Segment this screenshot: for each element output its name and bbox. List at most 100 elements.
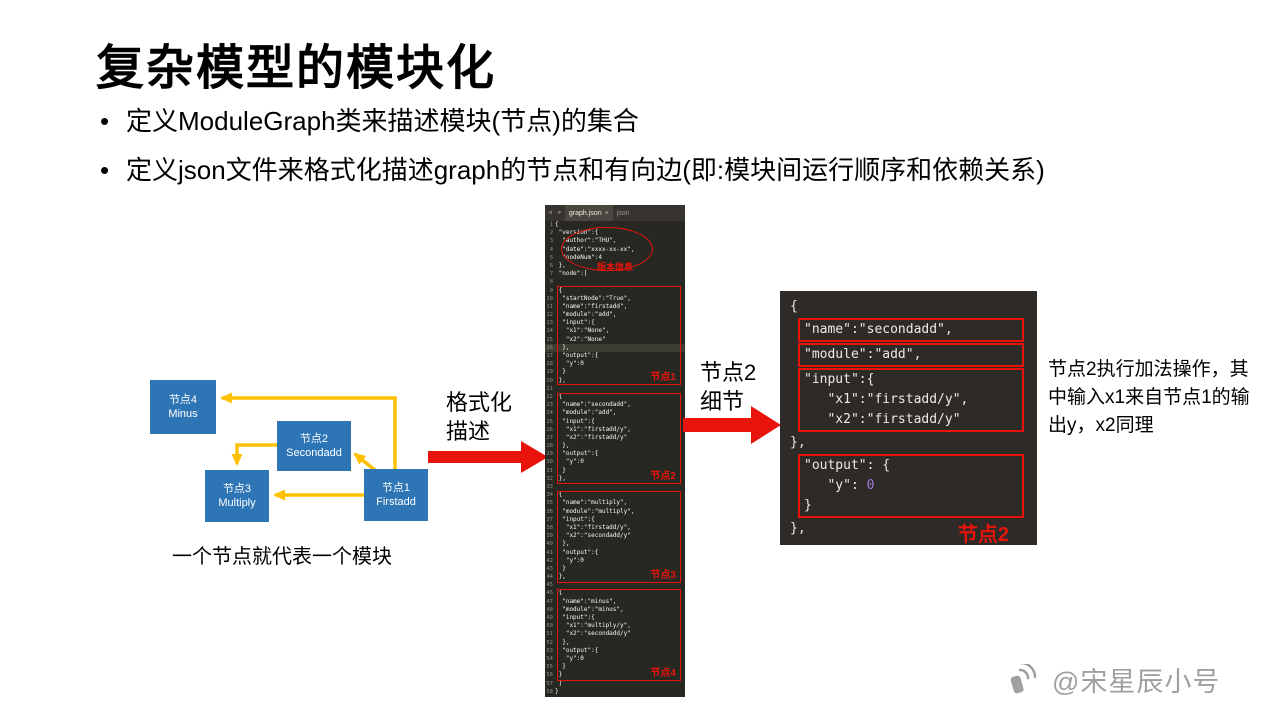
editor-code-line: 9 { <box>549 286 563 294</box>
editor-code-line: 53 "output":{ <box>546 646 599 654</box>
editor-code-line: 39 "x2":"secondadd/y" <box>546 532 631 540</box>
close-icon: × <box>604 209 609 217</box>
editor-code-line: 12 "module":"add", <box>546 311 617 319</box>
editor-code-line: 21 <box>546 385 553 392</box>
editor-code-line: 13 "input":{ <box>546 319 595 327</box>
bullet-item: • 定义json文件来格式化描述graph的节点和有向边(即:模块间运行顺序和依… <box>100 153 1195 188</box>
editor-code-line: 11 "name":"firstadd", <box>546 302 628 310</box>
node-title: 节点1 <box>381 482 411 494</box>
editor-code-line: 7 "node":[ <box>549 270 588 278</box>
watermark-text: @宋星辰小号 <box>1052 667 1221 697</box>
editor-code-line: 36 "module":"multiply", <box>546 507 635 515</box>
node4-annotation-box: 节点4 <box>557 589 681 681</box>
editor-code-line: 42 "y":0 <box>546 556 584 564</box>
detail-arrow-label: 节点2 细节 <box>700 358 756 416</box>
node3-annotation-box: 节点3 <box>557 491 681 583</box>
editor-code-line: 14 "x1":"None", <box>546 327 610 335</box>
node2-annotation-label: 节点2 <box>650 471 676 482</box>
editor-code-line: 15 "x2":"None" <box>546 335 606 343</box>
editor-code-line: 44 }, <box>546 573 566 581</box>
version-annotation-ellipse <box>561 227 653 271</box>
editor-code-line: 10 "startNode":"True", <box>546 294 631 302</box>
nav-back-icon: ◄ <box>547 210 553 216</box>
editor-code-line: 34 { <box>546 491 563 499</box>
editor-code-line: 1{ <box>549 221 559 228</box>
bullet-marker: • <box>100 106 110 136</box>
editor-code-line: 28 }, <box>546 442 570 450</box>
node-title: 节点2 <box>299 433 329 445</box>
node1-annotation-box: 节点1 <box>557 286 681 385</box>
editor-code-line: 49 "input":{ <box>546 614 595 621</box>
diagram-node-firstadd: 节点1 Firstadd <box>364 469 428 521</box>
editor-code-line: 40 }, <box>546 540 570 548</box>
node-title: 节点4 <box>168 394 198 406</box>
editor-code-line: 55 } <box>546 663 566 671</box>
editor-code-line: 18 "y":0 <box>546 360 584 368</box>
weibo-hand-icon <box>1010 663 1037 693</box>
node-subtitle: Secondadd <box>286 447 342 459</box>
editor-code-line: 56 } <box>546 671 563 679</box>
tab-label: json <box>616 209 630 217</box>
detail-highlight-box: "module":"add", <box>798 343 1024 367</box>
bullet-marker: • <box>100 155 110 185</box>
editor-code-line: 41 "output":{ <box>546 548 599 556</box>
editor-code-line: 57 ] <box>546 679 563 687</box>
editor-code-line: 37 "input":{ <box>546 515 595 523</box>
tab-label: graph.json <box>568 209 602 217</box>
detail-arrow-label-line: 节点2 <box>700 360 757 385</box>
editor-code-line: 23 "name":"secondadd", <box>546 401 631 409</box>
editor-code-line: 51 "x2":"secondadd/y" <box>546 630 631 638</box>
detail-highlight-box: "output": { "y": 0} <box>798 454 1024 518</box>
editor-code-line: 22 { <box>546 392 563 400</box>
editor-code-line: 16 }, <box>545 343 685 352</box>
node-subtitle: Multiply <box>218 497 256 509</box>
node-title: 节点3 <box>222 483 252 495</box>
bullet-list: • 定义ModuleGraph类来描述模块(节点)的集合 • 定义json文件来… <box>100 104 1195 202</box>
editor-code-line: 38 "x1":"firstadd/y", <box>546 523 631 531</box>
editor-code-line: 27 "x2":"firstadd/y" <box>546 433 628 441</box>
node2-annotation-box: 节点2 <box>557 393 681 484</box>
node3-annotation-label: 节点3 <box>650 570 676 581</box>
node-subtitle: Minus <box>168 408 198 420</box>
code-editor-screenshot: ◄ ► graph.json × json 1{2 "version":{3 "… <box>545 205 685 697</box>
editor-code-line: 25 "input":{ <box>546 417 595 425</box>
editor-code-line: 26 "x1":"firstadd/y", <box>546 425 631 433</box>
editor-code-line: 20 }, <box>546 376 566 384</box>
editor-code-line: 58} <box>546 687 559 695</box>
format-arrow-label-line: 格式化 <box>446 390 513 415</box>
editor-code-line: 35 "name":"multiply", <box>546 499 628 507</box>
detail-highlight-box: "input":{ "x1":"firstadd/y", "x2":"first… <box>798 368 1024 432</box>
detail-highlight-box: "name":"secondadd", <box>798 318 1024 342</box>
tab-graph-json: graph.json × <box>564 205 613 221</box>
format-arrow-label-line: 描述 <box>446 419 491 444</box>
editor-tab-bar: ◄ ► graph.json × json <box>545 205 685 221</box>
watermark: @宋星辰小号 <box>1006 660 1220 699</box>
editor-code-line: 30 "y":0 <box>546 458 584 466</box>
node2-detail-panel: {"name":"secondadd","module":"add","inpu… <box>780 291 1037 546</box>
diagram-node-multiply: 节点3 Multiply <box>205 470 269 522</box>
bullet-text: 定义json文件来格式化描述graph的节点和有向边(即:模块间运行顺序和依赖关… <box>126 155 1045 185</box>
page-title: 复杂模型的模块化 <box>96 42 497 95</box>
diagram-node-minus: 节点4 Minus <box>150 380 216 434</box>
editor-code-line: 17 "output":{ <box>546 352 599 359</box>
node2-description: 节点2执行加法操作，其中输入x1来自节点1的输出y，x2同理 <box>1048 359 1250 436</box>
detail-arrow-label-line: 细节 <box>700 389 745 414</box>
diagram-node-secondadd: 节点2 Secondadd <box>277 421 351 471</box>
format-arrow-label: 格式化 描述 <box>446 388 512 446</box>
editor-code-line: 19 } <box>546 368 566 376</box>
diagram-caption: 一个节点就代表一个模块 <box>172 546 392 568</box>
nav-forward-icon: ► <box>556 210 563 216</box>
editor-code-line: 24 "module":"add", <box>546 409 617 417</box>
diagram-arrows <box>220 392 397 501</box>
tab-secondary: json <box>613 205 634 221</box>
detail-plain-line: }, <box>790 521 806 536</box>
detail-plain-line: { <box>790 299 798 314</box>
node1-annotation-label: 节点1 <box>650 372 676 383</box>
editor-code-line: 33 <box>546 484 553 490</box>
editor-code-line: 47 "name":"minus", <box>546 597 617 605</box>
format-arrow-icon <box>428 441 548 473</box>
editor-code-line: 29 "output":{ <box>546 450 599 458</box>
detail-code: {"name":"secondadd","module":"add","inpu… <box>788 297 1029 539</box>
editor-code-line: 46 { <box>546 589 563 597</box>
detail-arrow-icon <box>683 406 781 444</box>
